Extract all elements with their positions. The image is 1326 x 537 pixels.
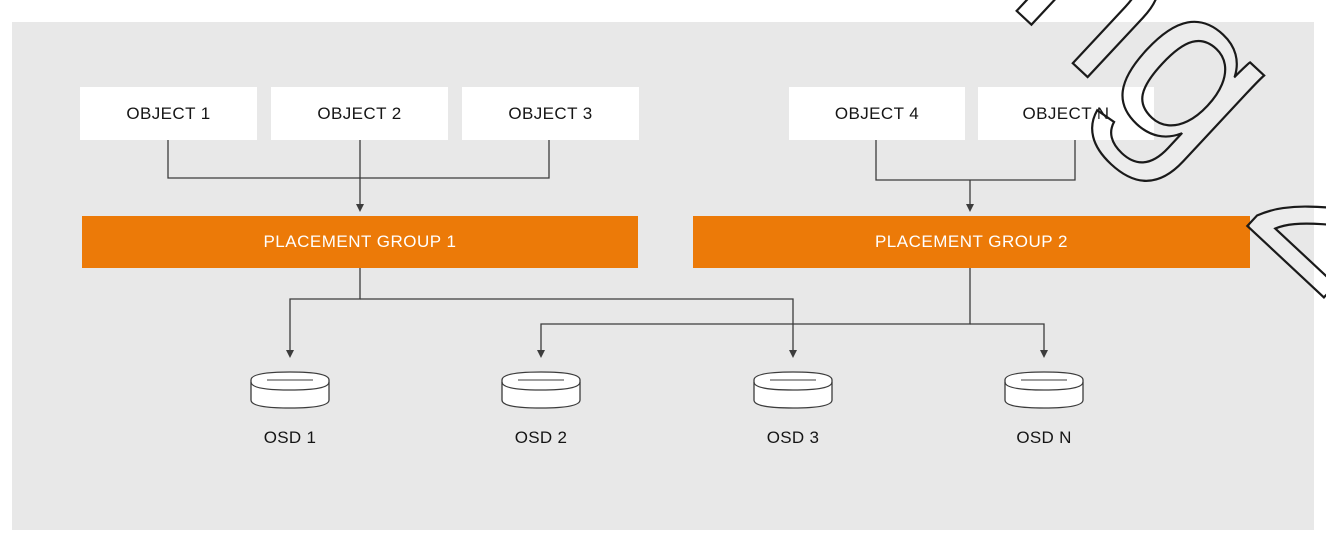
disk-icon [753, 371, 833, 409]
object-box-4: OBJECT 4 [789, 87, 965, 140]
object1-connector [167, 140, 550, 179]
object-box-n: OBJECT N [978, 87, 1154, 140]
object-box-1: OBJECT 1 [80, 87, 257, 140]
osd-label-1: OSD 1 [263, 428, 317, 447]
disk-icon [501, 371, 581, 409]
placement-group-2: PLACEMENT GROUP 2 [693, 216, 1250, 268]
disk-icon [250, 371, 330, 409]
disk-icon [1004, 371, 1084, 409]
osd-label-n: OSD N [1016, 428, 1072, 447]
placement-group-1: PLACEMENT GROUP 1 [82, 216, 638, 268]
object-box-2: OBJECT 2 [271, 87, 448, 140]
osd-label-3: OSD 3 [766, 428, 820, 447]
pg2-to-osd2-arrow [537, 268, 971, 358]
pg1-to-osd1-arrow [286, 268, 361, 358]
pg2-to-osdn-arrow [970, 323, 1048, 358]
object-box-3: OBJECT 3 [462, 87, 639, 140]
osd-label-2: OSD 2 [514, 428, 568, 447]
object4-connector [875, 140, 1076, 181]
pg1-to-osd3-arrow [360, 298, 797, 358]
